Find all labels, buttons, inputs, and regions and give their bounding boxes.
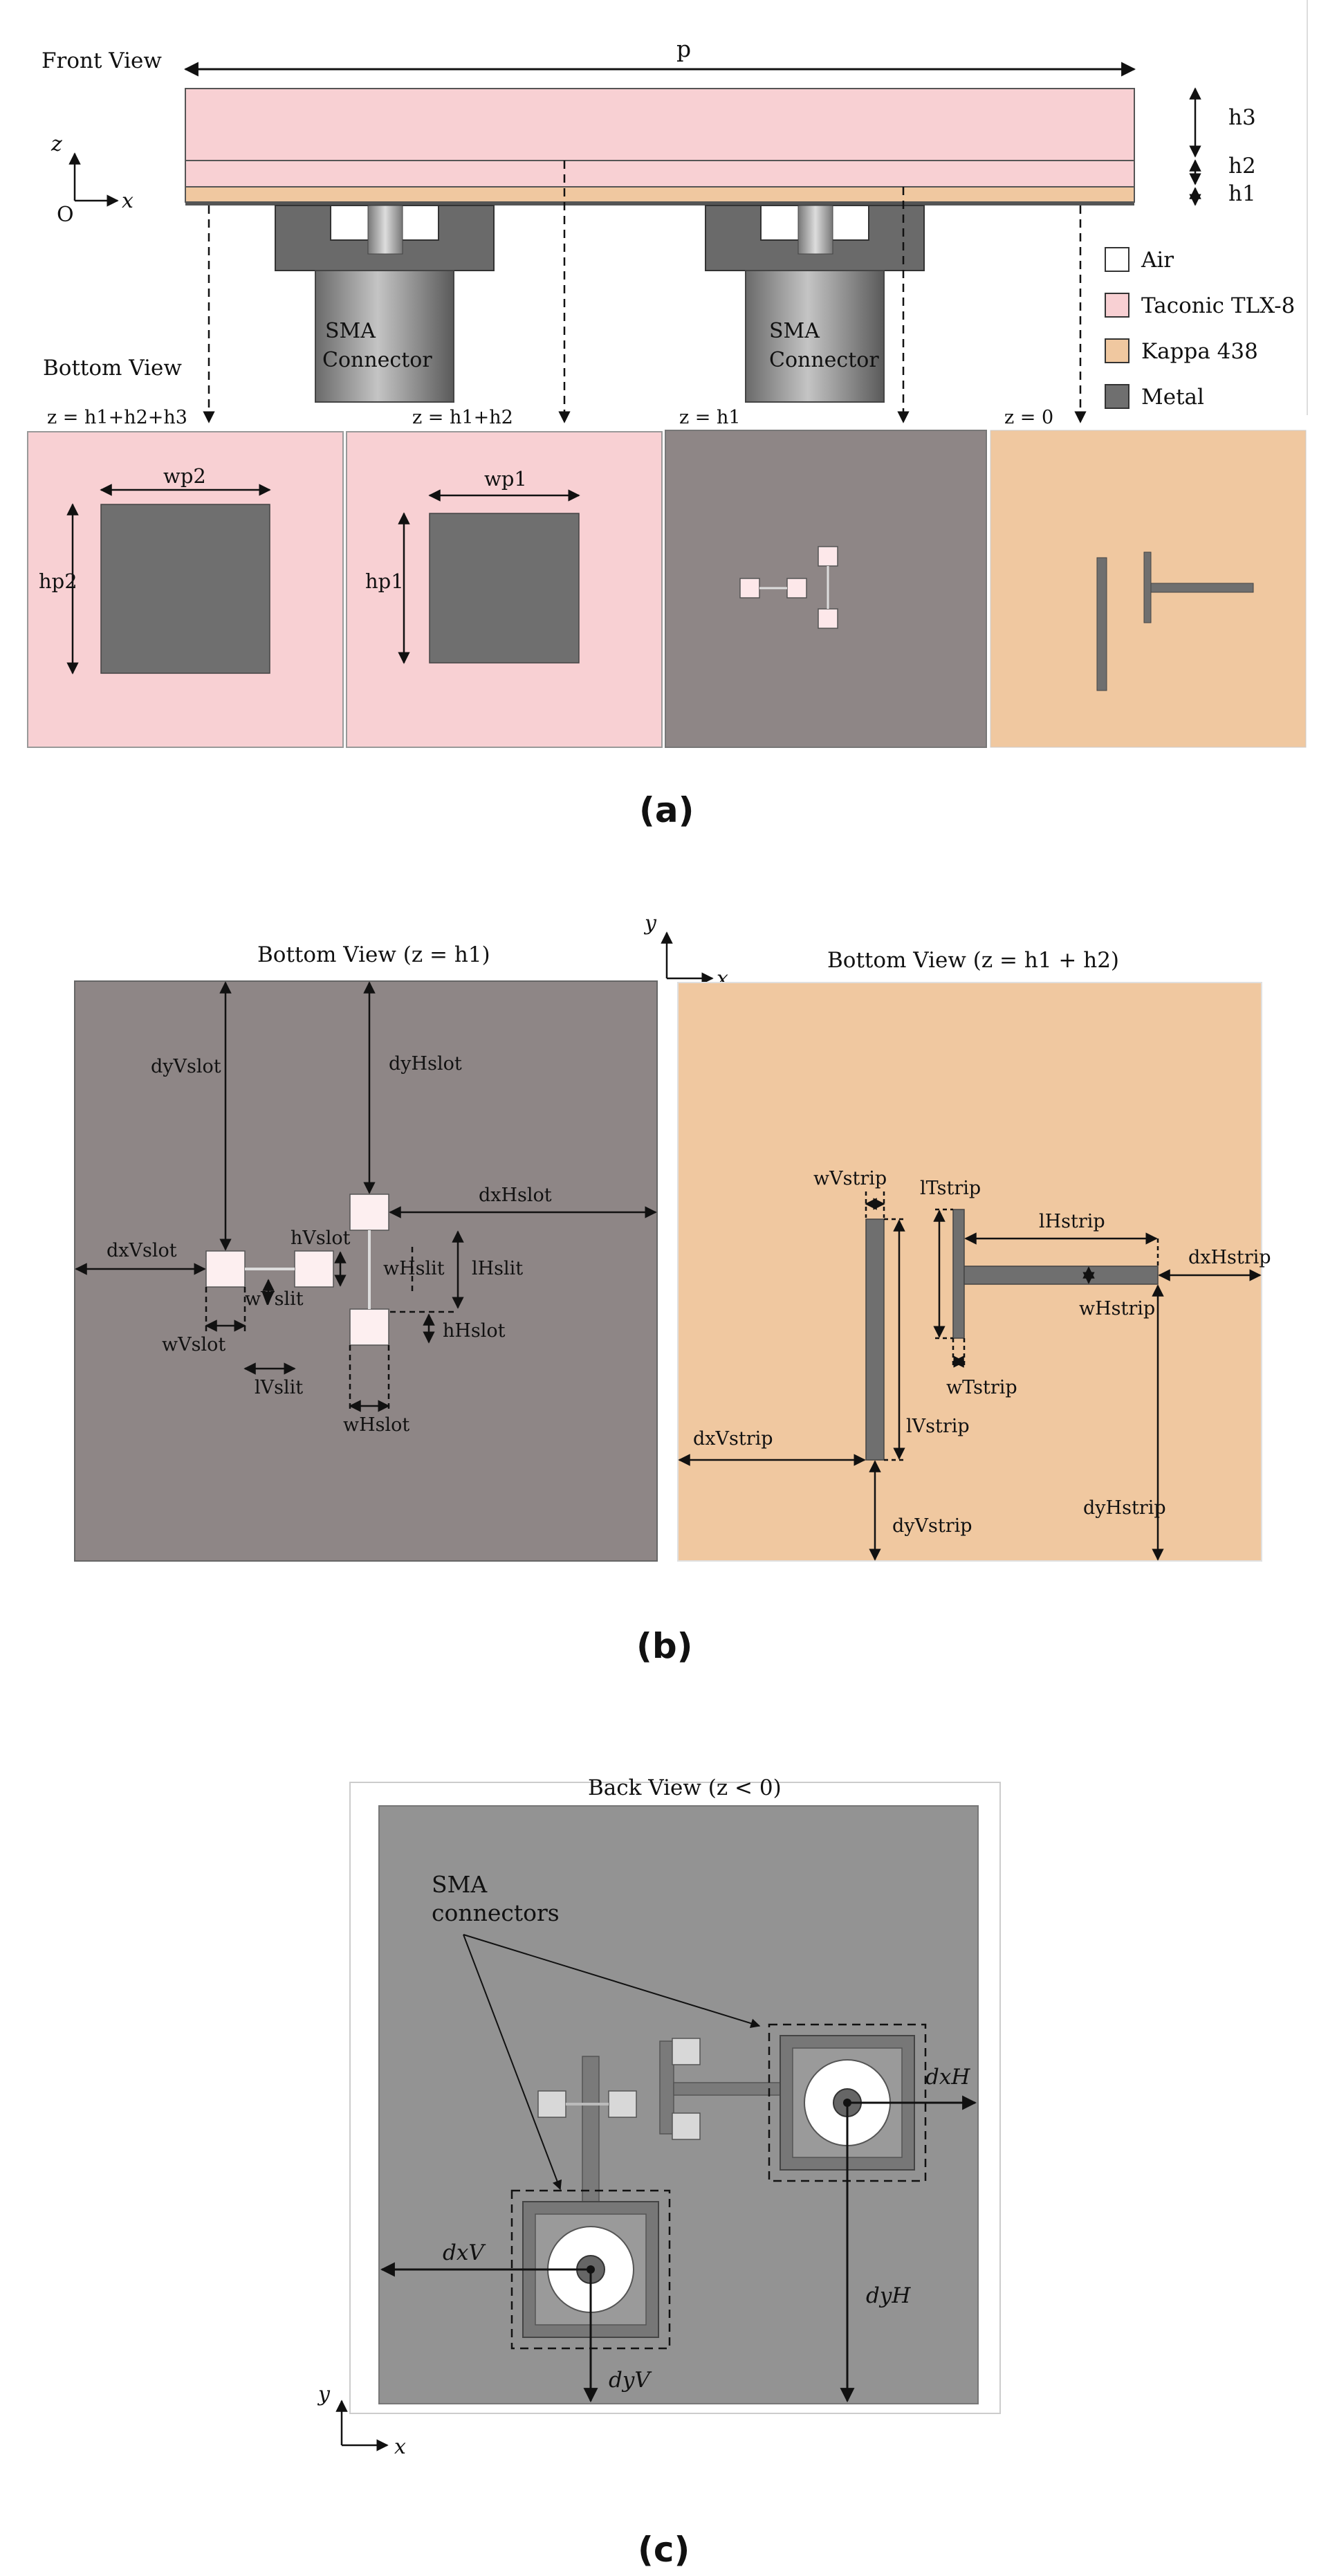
b-right-title: Bottom View (z = h1 + h2) [827,948,1119,973]
lHslit-label: lHslit [472,1258,523,1279]
b-slots [205,1194,389,1346]
panel-a: Front View p z x O h3 h2 h1 [27,0,1308,830]
dim-p-label: p [676,35,691,62]
tile-z-h1 [665,430,987,748]
origin-label: O [57,203,74,227]
legend-label-air: Air [1141,248,1174,273]
legend-swatch-air [1105,247,1129,272]
material-legend: Air Taconic TLX-8 Kappa 438 Metal [1105,247,1295,410]
h1-label: h1 [1228,181,1256,206]
sma-connector-1: SMA Connector [275,205,495,403]
axis-x-label: x [122,189,133,213]
h2-label: h2 [1228,154,1256,179]
lVslit-label: lVslit [255,1377,303,1398]
dxVstrip-label: dxVstrip [693,1428,773,1450]
legend-swatch-metal [1105,384,1129,409]
tile-z-top: wp2 hp2 [27,431,344,748]
dyVstrip-label: dyVstrip [892,1515,972,1537]
lVstrip-label: lVstrip [906,1416,970,1437]
kappa-layer [185,186,1135,203]
c-axis-y: y [317,2382,331,2406]
c-dxV-label: dxV [443,2240,486,2265]
caption-b: (b) [636,1626,693,1666]
wp2-label: wp2 [163,464,206,488]
c-sma-line1: SMA [432,1871,488,1898]
hp2-label: hp2 [39,569,77,593]
z-label-1: z = h1+h2+h3 [47,407,187,428]
front-view-stack [185,88,1135,205]
hVslot-label: hVslot [290,1227,351,1249]
metal-ground [185,202,1134,205]
wp1-label: wp1 [484,467,527,491]
c-leader-lines [463,1934,761,2191]
c-dyH-label: dyH [866,2283,911,2308]
caption-a: (a) [639,790,694,830]
c-dims [380,2095,977,2403]
sma-2-line1: SMA [769,319,820,343]
z-label-3: z = h1 [679,407,741,428]
legend-label-metal: Metal [1141,385,1204,410]
sma-1-line2: Connector [322,348,432,372]
wVslit-label: wVslit [245,1288,304,1310]
axis-z-label: z [50,132,62,156]
b-left-title: Bottom View (z = h1) [257,942,490,967]
legend-label-taconic: Taconic TLX-8 [1141,293,1295,318]
axes-zx: z x O [50,132,133,227]
c-axis-x: x [394,2435,406,2459]
projection-lines [203,161,1087,423]
z-label-4: z = 0 [1004,407,1053,428]
hp1-label: hp1 [365,569,404,593]
b-left-dims [75,981,657,1412]
tile-z-0 [990,430,1307,748]
wTstrip-label: wTstrip [946,1377,1017,1398]
legend-label-kappa: Kappa 438 [1141,339,1258,364]
dyHstrip-label: dyHstrip [1083,1497,1166,1519]
b-right-dims [678,1191,1262,1561]
bottom-view-label: Bottom View [43,356,182,381]
wHslot-label: wHslot [343,1414,409,1436]
wHslit-label: wHslit [383,1258,445,1279]
dyVslot-label: dyVslot [151,1056,221,1077]
wVstrip-label: wVstrip [813,1168,887,1189]
height-dimensions: h3 h2 h1 [1189,87,1256,206]
front-view-label: Front View [42,48,162,73]
dxVslot-label: dxVslot [107,1240,177,1261]
legend-swatch-taconic [1105,293,1129,318]
wHstrip-label: wHstrip [1079,1298,1155,1319]
caption-c: (c) [638,2530,690,2570]
panel-c: Back View (z < 0) [317,1775,1001,2570]
panel-b: y x Bottom View (z = h1) Bottom View (z … [74,911,1271,1666]
patch-1 [429,513,580,664]
sma-connector-2: SMA Connector [705,205,925,403]
sma-2-line2: Connector [769,348,879,372]
c-dxH-label: dxH [925,2065,970,2090]
c-title: Back View (z < 0) [588,1775,782,1800]
b-axis-y: y [643,911,657,935]
taconic-layer [185,88,1135,190]
tile-z-h1h2: wp1 hp1 [346,431,663,748]
lTstrip-label: lTstrip [920,1178,981,1199]
wVslot-label: wVslot [162,1334,225,1355]
dyHslot-label: dyHslot [389,1053,462,1075]
h3-label: h3 [1228,105,1256,130]
dxHstrip-label: dxHstrip [1188,1247,1271,1268]
dxHslot-label: dxHslot [479,1185,552,1206]
c-dyV-label: dyV [609,2368,652,2393]
sma-1-line1: SMA [325,319,376,343]
hHslot-label: hHslot [443,1320,506,1342]
legend-swatch-kappa [1105,338,1129,363]
b-strips [865,1209,1159,1461]
patch-2 [100,504,270,674]
c-sma-line2: connectors [432,1899,560,1926]
z-label-2: z = h1+h2 [412,407,513,428]
lHstrip-label: lHstrip [1039,1211,1105,1232]
